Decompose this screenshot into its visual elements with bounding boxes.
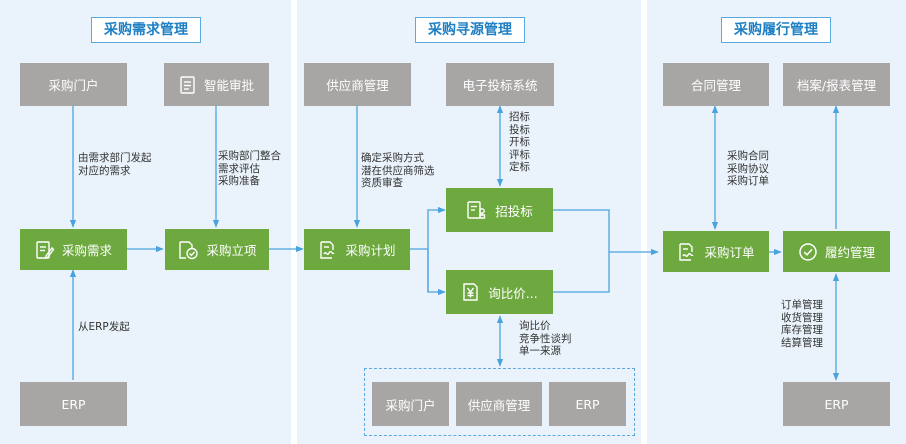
note-line: 需求评估 <box>218 162 260 175</box>
note-line: 确定采购方式 <box>361 152 424 164</box>
note-line: 采购订单 <box>727 175 769 187</box>
note-from-demand-dept: 由需求部门发起 对应的需求 <box>78 152 152 177</box>
bidding-box: 招投标 <box>446 188 553 232</box>
note-line: 采购准备 <box>218 175 260 187</box>
edit-document-icon <box>35 240 55 260</box>
external-systems-group <box>364 368 635 436</box>
note-line: 开标 <box>509 136 530 148</box>
note-line: 投标 <box>509 123 530 136</box>
order-box: 采购订单 <box>663 231 769 272</box>
erp-bottom-box: ERP <box>549 382 626 426</box>
project-box: 采购立项 <box>165 229 269 270</box>
portal-label: 采购门户 <box>48 78 99 93</box>
note-line: 采购协议 <box>727 162 769 175</box>
plan-box: 采购计划 <box>304 229 410 270</box>
note-line: 收货管理 <box>781 311 823 324</box>
supplier-bottom-label: 供应商管理 <box>467 397 531 413</box>
section-title-sourcing: 采购寻源管理 <box>415 17 525 43</box>
note-plan-method: 确定采购方式 潜在供应商筛选 资质审查 <box>361 152 435 190</box>
demand-box: 采购需求 <box>20 229 127 270</box>
performance-label: 履约管理 <box>824 245 875 260</box>
contract-label: 合同管理 <box>690 78 741 93</box>
supplier-bottom-box: 供应商管理 <box>456 382 542 426</box>
note-line: 采购部门整合 <box>218 150 281 162</box>
note-line: 结算管理 <box>781 336 823 349</box>
erp-bottom-label: ERP <box>575 396 600 412</box>
erp-right-box: ERP <box>783 382 890 426</box>
inquiry-label: 询比价... <box>488 285 538 301</box>
checklist-icon <box>179 75 197 95</box>
note-line: 招标 <box>509 111 530 123</box>
section-title-demand: 采购需求管理 <box>91 17 201 43</box>
check-circle-icon <box>798 242 818 262</box>
e-bidding-box: 电子投标系统 <box>446 63 554 106</box>
smart-approval-label: 智能审批 <box>203 78 254 93</box>
note-line: 询比价 <box>519 320 551 332</box>
note-inquiry-methods: 询比价 竞争性谈判 单一来源 <box>519 320 572 358</box>
note-order-mgmt: 订单管理 收货管理 库存管理 结算管理 <box>781 299 823 349</box>
note-line: 对应的需求 <box>78 164 131 177</box>
inquiry-box: 询比价... <box>446 270 553 314</box>
section-title-fulfillment: 采购履行管理 <box>721 17 831 43</box>
project-label: 采购立项 <box>206 243 257 258</box>
note-line: 从ERP发起 <box>78 321 130 333</box>
portal-bottom-label: 采购门户 <box>385 397 436 413</box>
note-line: 单一来源 <box>519 345 561 357</box>
archive-box: 档案/报表管理 <box>783 63 890 106</box>
note-line: 竞争性谈判 <box>519 332 572 345</box>
note-dept-integration: 采购部门整合 需求评估 采购准备 <box>218 150 281 188</box>
archive-label: 档案/报表管理 <box>796 78 877 93</box>
contract-box: 合同管理 <box>663 63 769 106</box>
erp-right-label: ERP <box>824 396 849 412</box>
erp-left-box: ERP <box>20 382 127 426</box>
order-label: 采购订单 <box>704 245 755 260</box>
note-line: 订单管理 <box>781 299 823 311</box>
demand-label: 采购需求 <box>61 243 112 258</box>
bidding-label: 招投标 <box>495 203 533 219</box>
supplier-mgmt-box: 供应商管理 <box>304 63 411 106</box>
portal-box: 采购门户 <box>20 63 127 106</box>
performance-box: 履约管理 <box>783 231 890 272</box>
document-sign-icon <box>318 240 338 260</box>
document-stamp-icon <box>466 200 488 220</box>
supplier-mgmt-label: 供应商管理 <box>326 78 389 93</box>
yuan-document-icon <box>461 282 481 302</box>
note-line: 评标 <box>509 148 530 161</box>
erp-left-label: ERP <box>61 396 86 412</box>
document-sign-icon <box>677 242 697 262</box>
note-line: 由需求部门发起 <box>78 152 152 164</box>
plan-label: 采购计划 <box>345 243 396 258</box>
note-line: 资质审查 <box>361 177 403 189</box>
portal-bottom-box: 采购门户 <box>372 382 449 426</box>
note-line: 潜在供应商筛选 <box>361 164 435 177</box>
note-bidding-steps: 招标 投标 开标 评标 定标 <box>509 111 530 174</box>
note-line: 定标 <box>509 161 530 173</box>
smart-approval-box: 智能审批 <box>164 63 269 106</box>
note-line: 库存管理 <box>781 324 823 336</box>
e-bidding-label: 电子投标系统 <box>462 78 538 93</box>
document-check-icon <box>177 240 199 260</box>
note-line: 采购合同 <box>727 150 769 162</box>
note-from-erp: 从ERP发起 <box>78 321 130 334</box>
note-contracts: 采购合同 采购协议 采购订单 <box>727 150 769 188</box>
